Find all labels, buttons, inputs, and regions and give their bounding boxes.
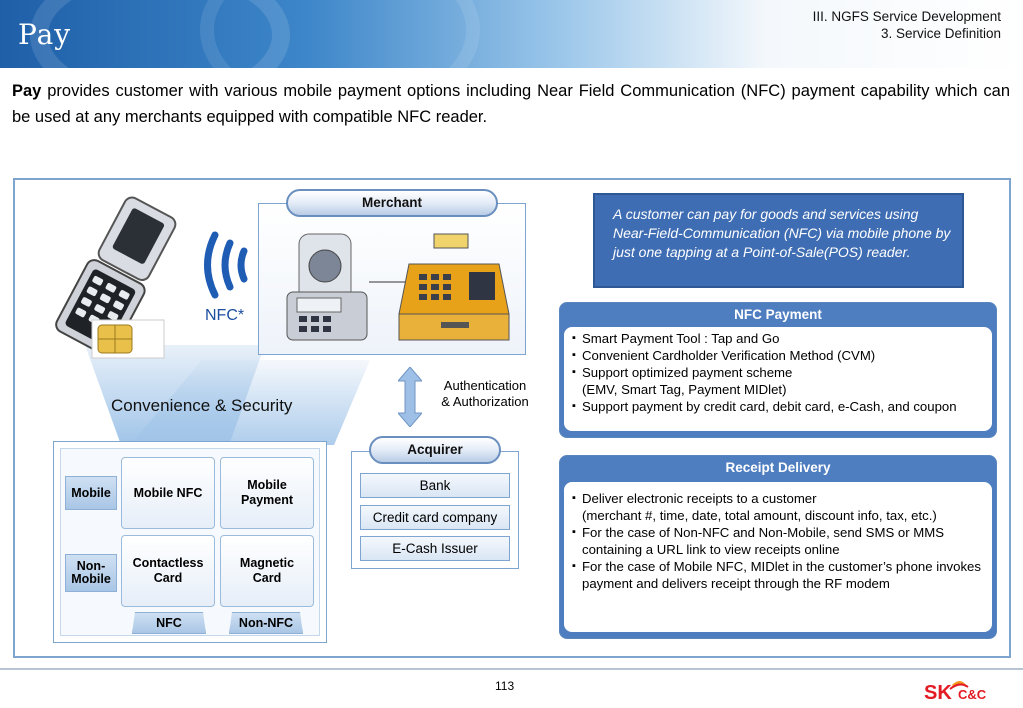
page-number: 113 [495,679,515,693]
diagram-frame [13,178,1011,658]
col-label-non-nfc: Non-NFC [229,612,303,634]
auth-label: Authentication & Authorization [430,378,540,410]
acquirer-item-ecash: E-Cash Issuer [360,536,510,561]
footer-divider [0,668,1023,670]
bidirectional-arrow-icon [398,367,422,427]
receipt-delivery-body: Deliver electronic receipts to a custome… [564,482,992,632]
sk-cc-logo: SK C&C [924,681,987,704]
list-item: For the case of Mobile NFC, MIDlet in th… [572,558,984,592]
merchant-label: Merchant [286,189,498,217]
mobile-phone-icon [55,196,248,359]
breadcrumb-section: III. NGFS Service Development [812,9,1001,24]
cell-contactless-card: Contactless Card [121,535,215,607]
list-item: Deliver electronic receipts to a custome… [572,490,984,524]
acquirer-item-bank: Bank [360,473,510,498]
row-label-mobile: Mobile [65,476,117,510]
breadcrumb: III. NGFS Service Development 3. Service… [813,8,1001,42]
description-callout: A customer can pay for goods and service… [593,193,964,288]
receipt-delivery-panel: Receipt Delivery Deliver electronic rece… [559,455,997,639]
list-item: Support payment by credit card, debit ca… [572,398,984,415]
row-label-non-mobile: Non- Mobile [65,554,117,592]
cell-magnetic-card: Magnetic Card [220,535,314,607]
list-item: Convenient Cardholder Verification Metho… [572,347,984,364]
nfc-label: NFC* [205,307,245,324]
banner-decoration [200,0,480,68]
list-item: Support optimized payment scheme (EMV, S… [572,364,984,398]
cell-mobile-payment: Mobile Payment [220,457,314,529]
receipt-delivery-title: Receipt Delivery [725,460,831,475]
acquirer-label: Acquirer [369,436,501,464]
svg-text:C&C: C&C [958,687,987,702]
intro-bold: Pay [12,82,42,100]
page-title: Pay [18,18,72,51]
nfc-payment-panel: NFC Payment Smart Payment Tool : Tap and… [559,302,997,438]
intro-paragraph: Pay provides customer with various mobil… [12,78,1010,130]
svg-text:SK: SK [924,682,952,704]
breadcrumb-subsection: 3. Service Definition [880,26,1001,41]
auth-line1: Authentication [443,378,527,393]
acquirer-item-credit: Credit card company [360,505,510,530]
col-label-nfc: NFC [132,612,206,634]
cell-mobile-nfc: Mobile NFC [121,457,215,529]
nfc-payment-title: NFC Payment [734,307,822,322]
merchant-box [258,203,526,355]
nfc-payment-body: Smart Payment Tool : Tap and Go Convenie… [564,327,992,431]
header-banner: Pay III. NGFS Service Development 3. Ser… [0,0,1023,68]
auth-line2: & Authorization [441,394,529,409]
list-item: Smart Payment Tool : Tap and Go [572,330,984,347]
list-item: For the case of Non-NFC and Non-Mobile, … [572,524,984,558]
convenience-security-label: Convenience & Security [111,396,293,415]
intro-text: provides customer with various mobile pa… [12,82,1010,126]
pos-terminal-icon [286,233,510,341]
